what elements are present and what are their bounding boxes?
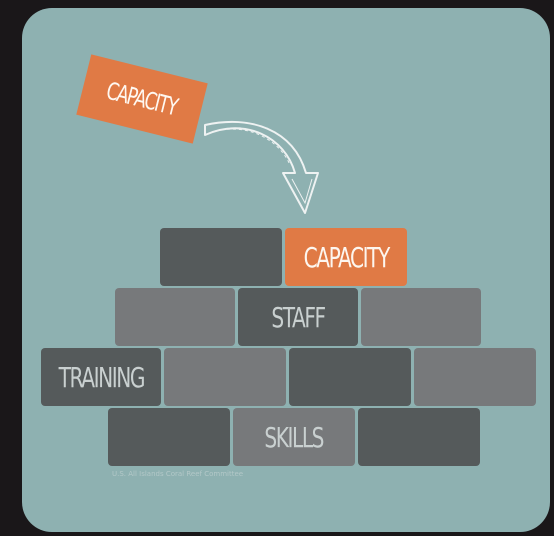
brick-capacity: CAPACITY [285,228,407,286]
brick-row2-left [115,288,235,346]
brick-skills-label: SKILLS [264,420,325,454]
brick-row3-c [289,348,411,406]
brick-training: TRAINING [41,348,161,406]
brick-skills: SKILLS [233,408,355,466]
brick-capacity-label: CAPACITY [303,240,390,274]
brick-row3-b [164,348,286,406]
brick-row2-right [361,288,481,346]
brick-row3-d [414,348,536,406]
brick-staff: STAFF [238,288,358,346]
capacity-sticker-label: CAPACITY [103,76,181,122]
brick-row4-left [108,408,230,466]
caption: U.S. All Islands Coral Reef Committee [112,470,244,478]
curved-arrow-icon [204,121,319,214]
brick-training-label: TRAINING [58,360,145,394]
brick-row4-right [358,408,480,466]
brick-staff-label: STAFF [271,300,326,334]
brick-row1-left [160,228,282,286]
